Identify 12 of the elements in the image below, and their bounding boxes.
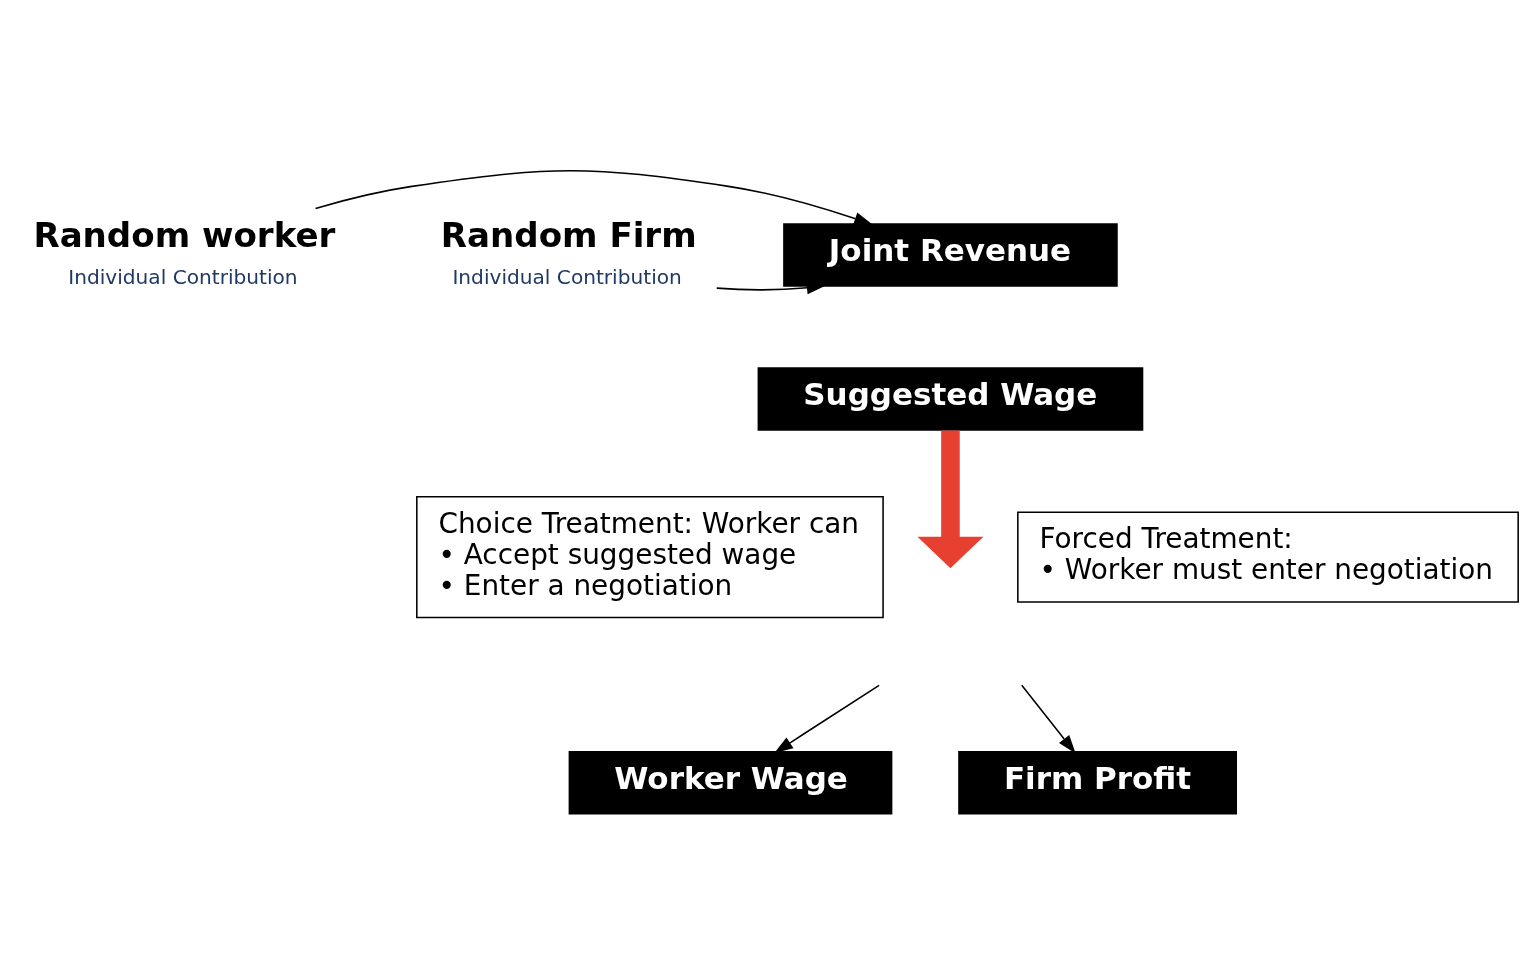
node-box: Forced Treatment: • Worker must enter negotiation xyxy=(1017,511,1519,603)
arrow xyxy=(917,430,984,569)
node-box: Joint Revenue xyxy=(783,223,1118,287)
node-box: Suggested Wage xyxy=(757,367,1144,431)
node-text: Random worker Individual Contribution xyxy=(33,214,336,289)
arrow xyxy=(314,169,873,225)
node-text: Random Firm Individual Contribution xyxy=(440,214,697,289)
node-box: Choice Treatment: Worker can • Accept suggested wage • Enter a negotiation xyxy=(416,495,884,619)
node-box: Firm Profit xyxy=(958,751,1238,815)
node-box: Worker Wage xyxy=(568,751,893,815)
arrow xyxy=(774,684,880,753)
arrow xyxy=(1021,684,1076,754)
